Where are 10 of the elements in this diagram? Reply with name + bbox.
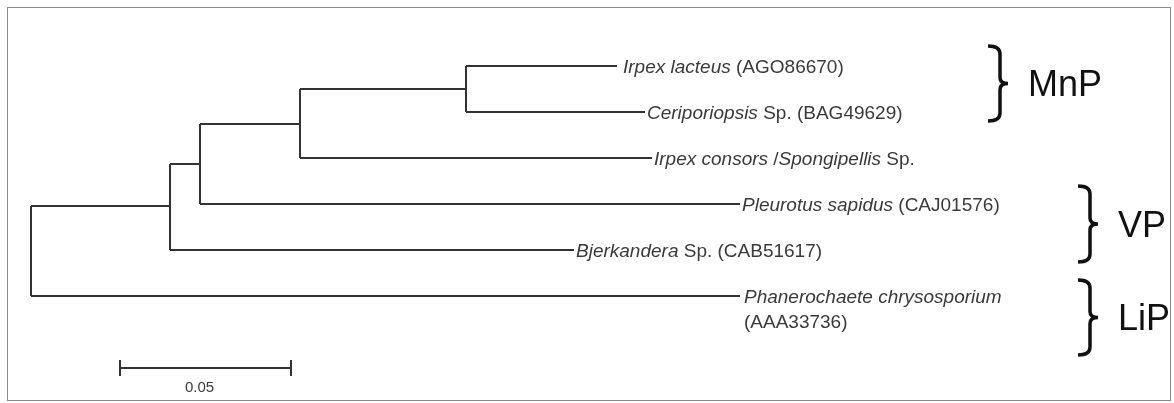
enzyme-group-label: LiP: [1118, 298, 1171, 338]
scale-value: 0.05: [185, 378, 215, 396]
taxon-label: Ceriporiopsis Sp. (BAG49629): [647, 101, 903, 125]
taxon-label: Bjerkandera Sp. (CAB51617): [576, 239, 823, 263]
enzyme-group-label: MnP: [1028, 64, 1103, 104]
enzyme-group-label: VP: [1118, 205, 1167, 245]
taxon-label: Pleurotus sapidus (CAJ01576): [742, 193, 1000, 217]
taxon-label: Irpex lacteus (AGO86670): [623, 55, 844, 79]
taxon-label: Phanerochaete chrysosporium (AAA33736): [744, 285, 1003, 334]
taxon-label: Irpex consors /Spongipellis Sp.: [654, 147, 915, 171]
